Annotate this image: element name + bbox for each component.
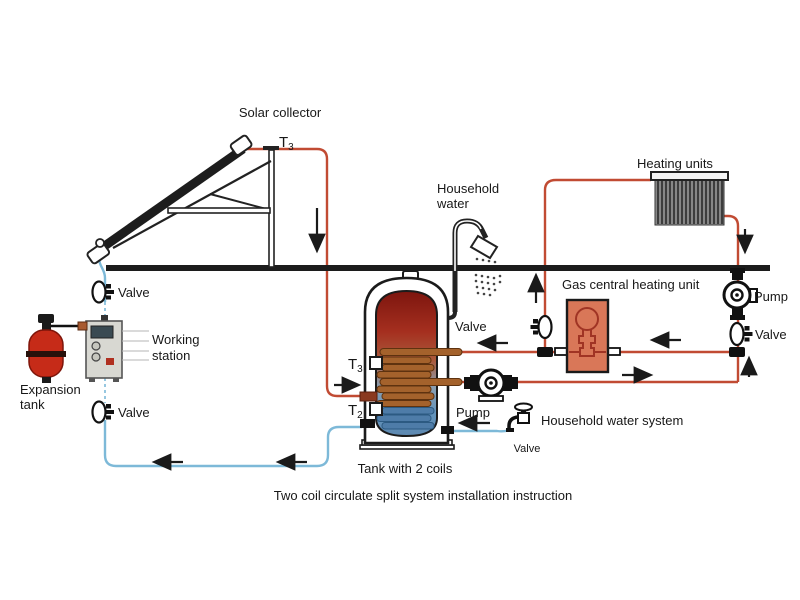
shower-icon [445,218,502,320]
valve-right-icon [729,321,753,347]
cold-pipe-faucet-to-tank [454,428,512,433]
working-station-label-line1: Working [152,332,199,347]
heating-units-label: Heating units [637,156,713,171]
tank-sensor-t2-port [369,402,383,416]
cold-pipe-bottom-run [103,420,362,468]
solar-collector-icon [86,134,279,268]
diagram-caption: Two coil circulate split system installa… [274,488,572,503]
household-water-label-line2: water [436,196,469,211]
household-water-system-label: Household water system [541,413,683,428]
hot-pipe-collector-to-tank [247,147,364,398]
tank-sensor-t3-label: T3 [348,356,363,375]
tank-lower-coil [376,407,435,430]
expansion-tank-icon [26,314,88,383]
pipe-junction-right [729,347,745,357]
tank-hot-inlet-port [359,391,378,402]
tank-label: Tank with 2 coils [358,461,453,476]
hot-pipe-radiator-return [724,214,740,382]
collector-sensor-label: T3 [279,134,294,153]
working-station-icon [85,315,149,382]
valve-right-label: Valve [755,327,787,342]
pipe-junction-center [537,347,553,357]
tank-cold-outlet-port [360,419,375,428]
valve-top-left-label: Valve [118,285,150,300]
tank-sensor-t2-label: T2 [348,402,363,421]
pump-right-icon [722,268,758,320]
pump-center-label: Pump [456,405,490,420]
gas-heating-unit-icon [554,298,621,374]
valve-faucet-label: Valve [514,443,541,455]
radiator-icon [650,171,729,226]
valve-bottom-left-icon [91,400,114,424]
pump-right-label: Pump [754,289,788,304]
flow-arrows [151,208,758,471]
valve-center-label: Valve [455,319,487,334]
tank-sensor-t3-port [369,356,383,370]
tank-icon [359,270,463,450]
tank-upper-coil [376,348,463,407]
gas-unit-label: Gas central heating unit [562,277,700,292]
valve-top-left-icon [91,280,114,304]
valve-center-icon [530,314,553,340]
tank-cold-inlet-port [441,426,454,434]
valve-bottom-left-label: Valve [118,405,150,420]
wall-line [106,265,770,271]
expansion-tank-label-line2: tank [20,397,45,412]
hot-pipe-riser-to-radiator [543,178,651,352]
household-water-label-line1: Household [437,181,499,196]
expansion-tank-label-line1: Expansion [20,382,81,397]
working-station-label-line2: station [152,348,190,363]
faucet-icon [506,402,533,432]
pump-center-icon [464,368,518,402]
solar-collector-label: Solar collector [239,105,322,120]
